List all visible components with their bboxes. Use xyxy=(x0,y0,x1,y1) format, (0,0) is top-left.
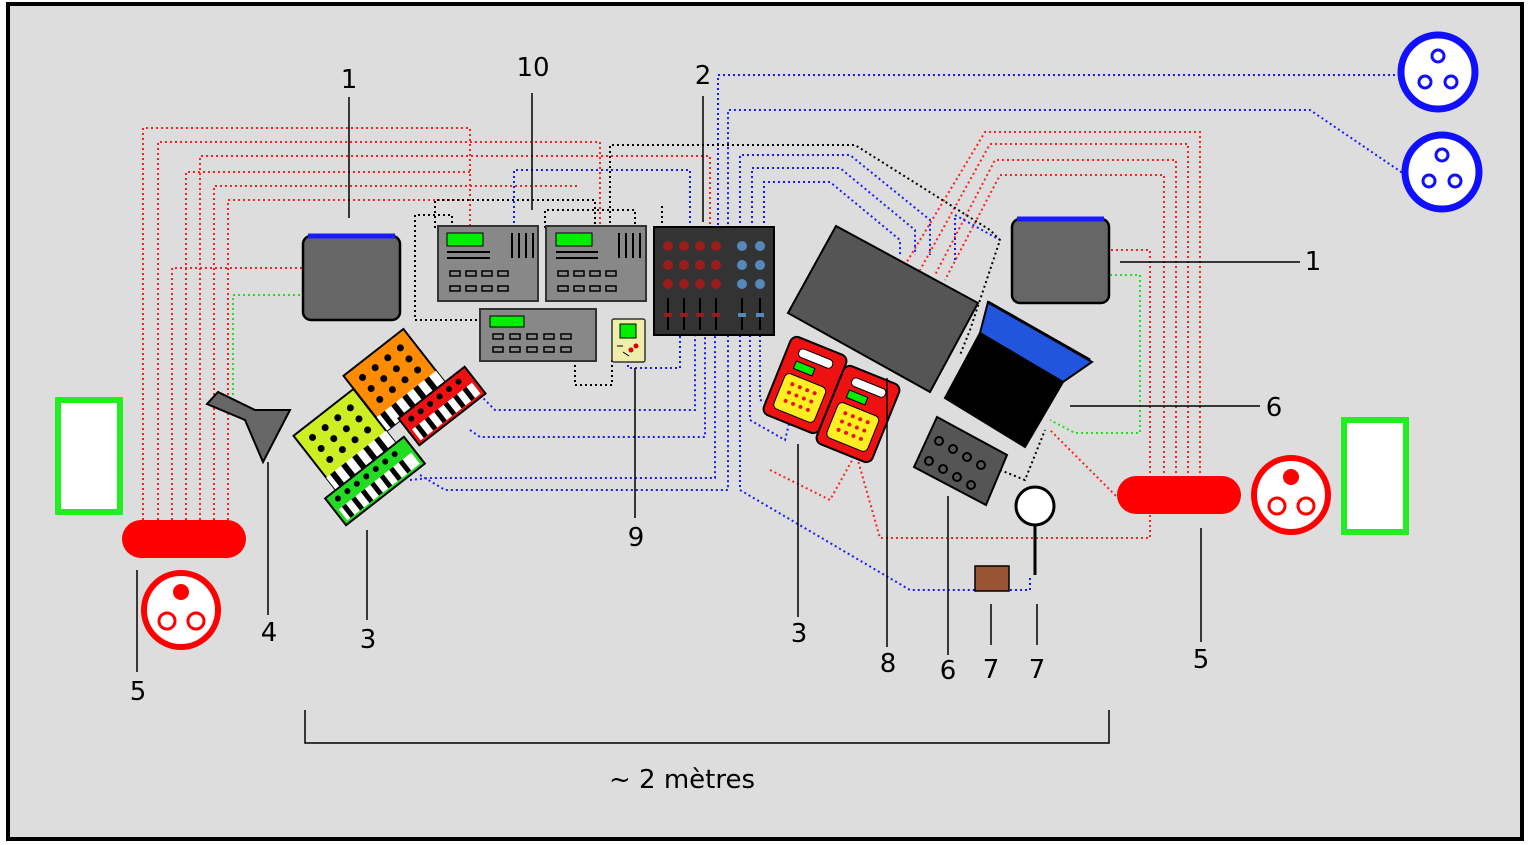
xlr-input-top xyxy=(1397,31,1479,113)
xlr-output-right xyxy=(1251,455,1331,535)
label-di-left: 5 xyxy=(130,677,147,707)
display-screen xyxy=(786,224,980,394)
data-cable xyxy=(999,429,1046,482)
audio-cable xyxy=(769,454,856,502)
mixer xyxy=(653,226,775,336)
data-cable xyxy=(544,209,636,228)
small-box xyxy=(974,565,1010,592)
synth-module-right xyxy=(1010,216,1111,305)
data-cable xyxy=(434,199,596,228)
audio-cable xyxy=(142,127,471,520)
midi-cable xyxy=(763,181,901,255)
power-cable xyxy=(1049,274,1141,434)
label-small-box: 7 xyxy=(983,655,1000,685)
midi-cable xyxy=(727,109,1411,228)
gameboy xyxy=(611,318,646,363)
label-mic: 7 xyxy=(1029,655,1046,685)
label-pads-right: 3 xyxy=(791,619,808,649)
sampler-3 xyxy=(479,308,597,362)
label-laptop: 6 xyxy=(1266,393,1283,423)
leader-lines xyxy=(136,93,1300,672)
power-outlet-right xyxy=(1341,417,1409,535)
knob-controller xyxy=(912,415,1009,507)
label-synth-left: 1 xyxy=(341,65,358,95)
microphone xyxy=(1014,485,1056,575)
laptop xyxy=(943,300,1094,449)
data-cable xyxy=(414,214,480,321)
xlr-output-left xyxy=(141,570,221,650)
midi-cable xyxy=(1010,575,1031,591)
sampler-1 xyxy=(437,225,539,302)
audio-cable xyxy=(213,185,580,520)
midi-cable xyxy=(954,213,1001,260)
drum-pad-2 xyxy=(815,364,901,464)
scale-bracket xyxy=(304,710,1110,744)
data-cable xyxy=(609,144,1002,356)
sampler-2 xyxy=(545,225,647,302)
scale-label: ~ 2 mètres xyxy=(609,765,755,795)
audio-cable xyxy=(199,155,711,520)
power-outlet-left xyxy=(55,397,123,515)
power-cable xyxy=(232,294,305,400)
midi-cable xyxy=(717,74,1400,228)
expression-pedal xyxy=(205,390,292,465)
label-mixer: 2 xyxy=(695,61,712,91)
audio-cable xyxy=(944,174,1165,478)
midi-cable xyxy=(469,335,706,438)
synth-module-left xyxy=(301,233,402,322)
midi-cable xyxy=(751,167,916,255)
audio-cable xyxy=(1049,429,1131,511)
xlr-input-bottom xyxy=(1401,131,1483,213)
midi-cable xyxy=(627,335,681,369)
label-synth-right: 1 xyxy=(1305,247,1322,277)
label-pads-left: 3 xyxy=(360,625,377,655)
diagram-frame xyxy=(6,2,1524,841)
di-box-right xyxy=(1117,476,1241,514)
audio-cable xyxy=(171,267,305,520)
label-samplers: 10 xyxy=(516,53,549,83)
drum-pad-1 xyxy=(762,335,848,435)
label-di-right: 5 xyxy=(1193,645,1210,675)
audio-cable xyxy=(919,143,1189,478)
midi-cable xyxy=(419,335,729,491)
label-pedal: 4 xyxy=(261,618,278,648)
midi-cable xyxy=(409,335,716,481)
midi-cable xyxy=(479,335,696,411)
label-screen: 8 xyxy=(880,649,897,679)
midi-cable xyxy=(513,169,691,228)
midi-cable xyxy=(749,335,791,442)
label-gameboy: 9 xyxy=(628,523,645,553)
keyboard-controller-green xyxy=(323,435,427,527)
keyboard-controller-red xyxy=(397,365,487,447)
label-controller: 6 xyxy=(940,656,957,686)
audio-cable xyxy=(1110,249,1151,478)
callout-labels: 1 10 2 1 6 9 3 4 5 3 8 6 7 7 5 ~ 2 mètre… xyxy=(130,53,1322,795)
di-box-left xyxy=(122,520,246,558)
audio-cable xyxy=(185,171,470,520)
pad-controller-yellow xyxy=(292,387,398,493)
